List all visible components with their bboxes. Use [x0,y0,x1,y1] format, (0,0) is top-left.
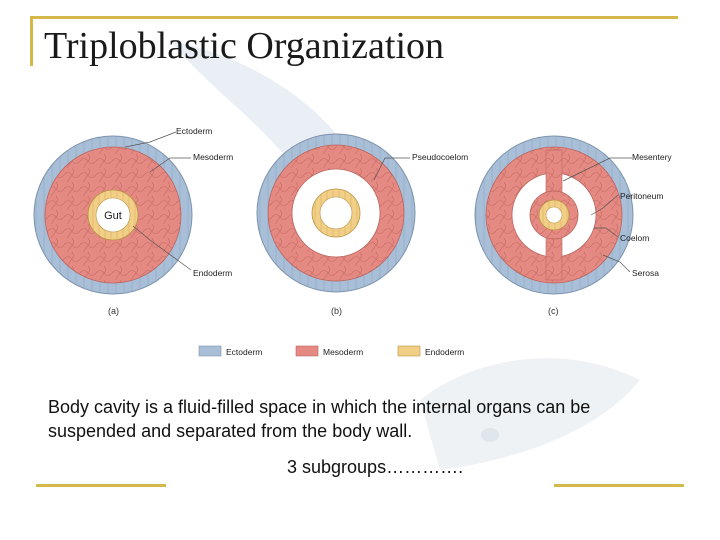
bottom-right-rule [554,484,684,487]
legend-label-endoderm: Endoderm [425,347,464,357]
gut-label: Gut [104,210,122,222]
panel-label-a: (a) [108,306,119,316]
legend-swatch-endoderm [397,345,421,357]
legend-swatch-ectoderm [198,345,222,357]
top-rule [30,16,678,19]
panel-label-b: (b) [331,306,342,316]
legend-swatch-mesoderm [295,345,319,357]
label-coelom: Coelom [620,233,649,243]
body-text: Body cavity is a fluid-filled space in w… [48,397,591,441]
leader-lines [124,131,632,273]
label-mesentery: Mesentery [632,152,672,162]
label-peritoneum: Peritoneum [620,191,663,201]
slide-title: Triploblastic Organization [44,25,445,67]
panel-label-c: (c) [548,306,559,316]
panel-a-acoelomate [33,135,193,295]
bottom-left-rule [36,484,166,487]
label-ectoderm: Ectoderm [176,126,212,136]
subgroups-text: 3 subgroups…………. [287,457,464,477]
legend-label-ectoderm: Ectoderm [226,347,262,357]
label-pseudocoelom: Pseudocoelom [412,152,468,162]
label-serosa: Serosa [632,268,659,278]
panel-c-coelomate [474,135,634,295]
panel-b-pseudocoelomate [256,133,416,293]
label-mesoderm: Mesoderm [193,152,233,162]
left-rule [30,16,33,66]
legend: Ectoderm Mesoderm Endoderm [198,345,464,357]
legend-label-mesoderm: Mesoderm [323,347,363,357]
label-endoderm: Endoderm [193,268,232,278]
